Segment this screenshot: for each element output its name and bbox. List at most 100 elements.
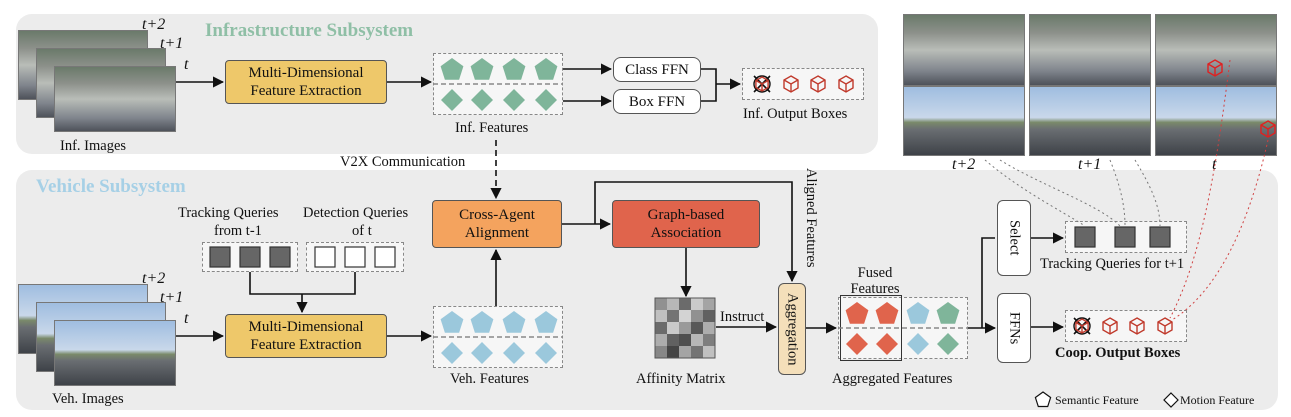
tracking-query-next [1149, 226, 1171, 248]
select-box: Select [997, 200, 1031, 276]
coop-output-box [1129, 317, 1145, 335]
affinity-cell [703, 346, 715, 358]
veh-motion-feature [535, 342, 557, 364]
inf-motion-feature [503, 89, 525, 111]
inf-motion-feature [441, 89, 463, 111]
infra-features-label: Inf. Features [455, 120, 529, 136]
veh-features-label: Veh. Features [450, 371, 529, 387]
affinity-cell [679, 310, 691, 322]
arrow-ffn-to-output [701, 68, 740, 102]
right-infra-t2 [903, 14, 1025, 86]
tracking-queries-label: Tracking Queries [178, 205, 279, 221]
affinity-cell [703, 334, 715, 346]
affinity-border [654, 297, 716, 359]
graph-based-association: Graph-based Association [612, 200, 760, 248]
tracking-query-next [1074, 226, 1096, 248]
link-t1-query-b [1134, 159, 1161, 227]
detection-query [314, 246, 336, 268]
tracking-next-label: Tracking Queries for t+1 [1040, 256, 1185, 272]
veh-semantic-feature [440, 311, 464, 333]
v2x-label: V2X Communication [340, 154, 466, 170]
veh-motion-feature [503, 342, 525, 364]
affinity-cell [667, 322, 679, 334]
infra-images-label: Inf. Images [60, 138, 127, 154]
box-ffn-box: Box FFN [613, 89, 701, 114]
affinity-cell [703, 310, 715, 322]
affinity-cell [667, 298, 679, 310]
arrow-aligned-features [594, 181, 798, 283]
infra-frame-t2: t+2 [142, 16, 166, 33]
right-frame-t2: t+2 [952, 156, 976, 173]
inf-output-box [755, 76, 769, 92]
veh-frame-t1: t+1 [160, 289, 184, 306]
veh-motion-feature [441, 342, 463, 364]
inf-semantic-feature [534, 58, 558, 80]
right-frame-t1: t+1 [1078, 156, 1102, 173]
right-frame-t: t [1212, 156, 1217, 173]
inf-output-box [838, 75, 854, 93]
aligned-features-label: Aligned Features [803, 168, 819, 268]
affinity-cell [655, 322, 667, 334]
affinity-cell [679, 334, 691, 346]
coop-output-box [1075, 318, 1089, 334]
link-infra-box [1169, 59, 1231, 319]
inf-motion-feature [535, 89, 557, 111]
veh-frame-t: t [184, 310, 189, 327]
veh-motion-feature [471, 342, 493, 364]
right-veh-t [1155, 86, 1277, 156]
inf-output-box [810, 75, 826, 93]
coop-output-label: Coop. Output Boxes [1055, 345, 1181, 361]
fused-features-label: Fused Features [850, 265, 900, 297]
veh-semantic-feature [534, 311, 558, 333]
agg-motion-feature [907, 333, 929, 355]
veh-image-t [54, 320, 176, 386]
aggregation-text: Aggregation [784, 292, 801, 366]
agg-semantic-feature [936, 302, 960, 324]
tracking-query [269, 246, 291, 268]
inf-motion-feature [471, 89, 493, 111]
affinity-cell [667, 310, 679, 322]
inf-semantic-feature [470, 58, 494, 80]
infra-title: Infrastructure Subsystem [205, 20, 414, 41]
infra-output-label: Inf. Output Boxes [743, 106, 848, 122]
right-infra-t1 [1029, 14, 1151, 86]
affinity-cell [667, 346, 679, 358]
ffns-text: FFNs [1006, 311, 1023, 345]
link-t2-query [984, 159, 1086, 227]
affinity-cell [679, 322, 691, 334]
arrow-aggregated-split [968, 237, 995, 328]
affinity-cell [655, 334, 667, 346]
infra-feature-extraction: Multi-Dimensional Feature Extraction [225, 60, 387, 104]
tracking-query [209, 246, 231, 268]
link-veh-box [1171, 139, 1269, 321]
legend-semantic: Semantic Feature [1055, 393, 1139, 407]
arrow-queries-merge [249, 272, 356, 312]
legend-semantic-icon [1034, 391, 1052, 408]
affinity-cell [655, 298, 667, 310]
right-veh-t2 [903, 86, 1025, 156]
veh-images-label: Veh. Images [52, 391, 124, 407]
affinity-cell [679, 298, 691, 310]
affinity-cell [691, 334, 703, 346]
coop-output-box [1157, 317, 1173, 335]
detection-queries-label: Detection Queries [303, 205, 409, 221]
cross-agent-alignment: Cross-Agent Alignment [432, 200, 562, 248]
tracking-query [239, 246, 261, 268]
ffns-box: FFNs [997, 293, 1031, 363]
right-infra-highlight-box [1207, 59, 1223, 77]
affinity-cell [691, 310, 703, 322]
affinity-cell [691, 298, 703, 310]
agg-motion-feature [846, 333, 868, 355]
vehicle-title: Vehicle Subsystem [36, 176, 186, 197]
inf-semantic-feature [440, 58, 464, 80]
agg-motion-feature [876, 333, 898, 355]
coop-output-box [1102, 317, 1118, 335]
inf-output-box [783, 75, 799, 93]
inf-semantic-feature [502, 58, 526, 80]
legend-motion: Motion Feature [1180, 393, 1255, 407]
affinity-cell [691, 322, 703, 334]
infra-frame-t1: t+1 [160, 35, 184, 52]
link-t2-query-b [999, 159, 1121, 227]
tracking-query-next [1114, 226, 1136, 248]
